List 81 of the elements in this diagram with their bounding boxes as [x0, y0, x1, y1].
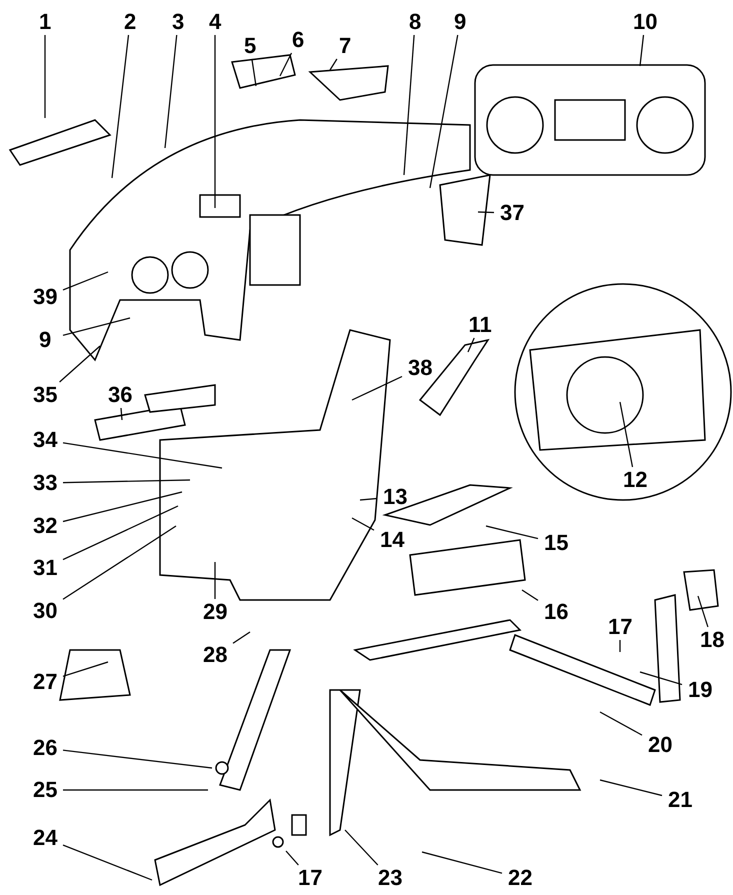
leader-line: [62, 442, 222, 469]
leader-line: [360, 498, 378, 501]
callout-number: 32: [33, 514, 58, 538]
leader-line: [62, 844, 152, 881]
callout-number: 34: [33, 428, 58, 452]
leader-line: [111, 34, 130, 178]
callout-number: 13: [383, 485, 408, 509]
leader-line: [600, 779, 662, 796]
callout-number: 36: [108, 383, 132, 407]
callout-number: 30: [33, 599, 58, 623]
callout-number: 11: [468, 313, 492, 337]
callout-number: 9: [39, 328, 52, 352]
leader-line: [62, 271, 108, 290]
callout-number: 19: [688, 678, 712, 702]
callout-number: 6: [292, 28, 304, 52]
callout-number: 14: [380, 528, 404, 552]
callout-number: 18: [700, 628, 724, 652]
leader-line: [403, 34, 415, 176]
leader-line: [62, 750, 212, 769]
leader-line: [619, 640, 621, 652]
leader-line: [44, 35, 46, 118]
leader-line: [286, 850, 299, 866]
callout-number: 24: [33, 826, 58, 850]
callout-number: 8: [409, 10, 422, 34]
callout-number: 21: [668, 788, 692, 812]
leader-line: [640, 671, 682, 686]
leader-line: [330, 58, 338, 70]
callout-number: 27: [33, 670, 58, 694]
leader-line: [251, 58, 257, 86]
callout-number: 22: [508, 866, 532, 890]
callout-number: 5: [244, 34, 256, 58]
leader-line: [600, 711, 642, 736]
callout-number: 9: [454, 10, 466, 34]
callout-number: 17: [298, 866, 322, 890]
callout-number: 7: [339, 34, 352, 58]
leader-line: [619, 402, 634, 468]
callout-number: 39: [33, 285, 58, 309]
leader-line: [214, 562, 216, 599]
callout-number: 10: [633, 10, 658, 34]
leader-line: [232, 632, 250, 644]
callout-number: 16: [544, 600, 568, 624]
callout-number: 31: [33, 556, 58, 580]
leader-line: [344, 830, 378, 866]
callout-number: 17: [608, 615, 632, 639]
leader-line: [62, 479, 190, 484]
leader-line: [422, 851, 502, 874]
leader-line: [63, 789, 208, 791]
leader-line: [352, 376, 402, 401]
callout-number: 23: [378, 866, 402, 890]
leader-line: [279, 52, 292, 76]
leader-line: [62, 491, 182, 522]
leader-line: [697, 596, 708, 628]
leader-line: [62, 505, 178, 560]
callout-number: 29: [203, 600, 228, 624]
leader-line: [467, 338, 475, 352]
leader-line: [429, 34, 458, 188]
callout-number: 2: [124, 10, 136, 34]
leader-line: [62, 661, 108, 677]
callout-number: 26: [33, 736, 58, 760]
callout-number: 12: [623, 468, 648, 492]
callout-number: 4: [209, 10, 222, 34]
callout-number: 20: [648, 733, 672, 757]
callout-number: 37: [500, 201, 524, 225]
leader-line: [352, 517, 374, 531]
leader-line: [639, 34, 644, 66]
callout-number: 38: [408, 356, 432, 380]
leader-line: [59, 346, 100, 382]
callout-number: 35: [33, 383, 58, 407]
leader-line: [486, 525, 538, 540]
callout-number: 28: [203, 643, 228, 667]
callout-number: 1: [39, 10, 52, 34]
leader-line: [62, 526, 176, 600]
callout-number: 3: [172, 10, 184, 34]
leader-line: [522, 590, 538, 601]
callout-number: 15: [544, 531, 568, 555]
callout-number: 33: [33, 471, 58, 495]
leader-line: [478, 211, 494, 214]
leader-line: [214, 35, 216, 208]
leader-line: [164, 34, 178, 148]
leader-line: [120, 408, 123, 420]
callout-number: 25: [33, 778, 58, 802]
